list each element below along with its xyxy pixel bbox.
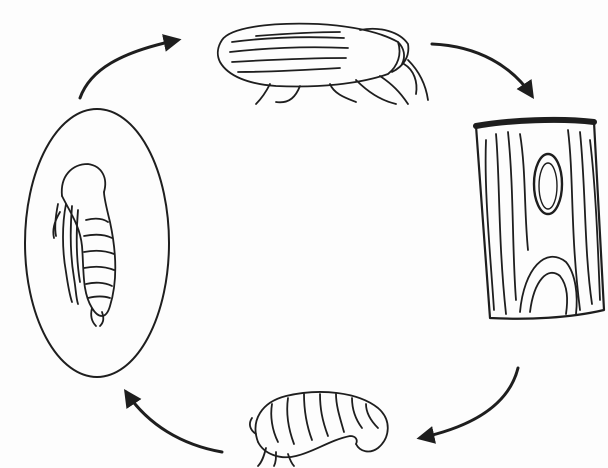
arrow-larva-to-pupa [126,392,222,452]
arrow-adult-to-egg [432,44,532,96]
arrow-egg-to-larva [420,368,518,438]
larva-icon [250,392,388,466]
arrow-pupa-to-adult [80,40,178,98]
pupa-icon [53,164,115,326]
pupa-frame [25,109,169,377]
beetle-icon [218,24,428,104]
wood-egg-icon [476,120,604,319]
